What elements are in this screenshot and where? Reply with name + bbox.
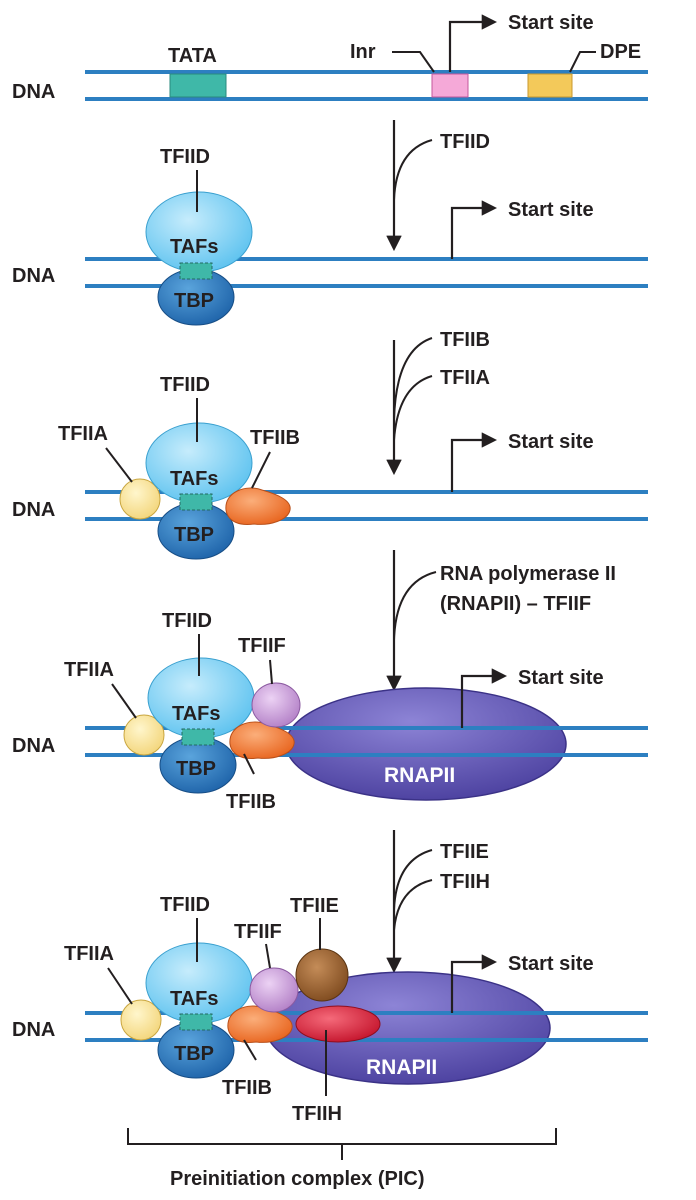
dna-label: DNA	[12, 499, 55, 521]
start-site-arrow	[450, 954, 498, 1013]
tata-box	[179, 1013, 213, 1031]
rnapii-label: RNAPII	[366, 1056, 437, 1079]
dpe-label: DPE	[600, 41, 641, 63]
step-label-tfiib: TFIIB	[440, 329, 490, 351]
step-label-tfiih: TFIIH	[440, 871, 490, 893]
step-label-rnapii-line2: (RNAPII) – TFIIF	[440, 593, 591, 615]
step-arrow-rnapii-tfiif: RNA polymerase II (RNAPII) – TFIIF	[386, 550, 616, 692]
tfiid-label: TFIID	[160, 374, 210, 396]
tbp-label: TBP	[176, 758, 216, 780]
tata-label: TATA	[168, 45, 217, 67]
tata-box	[179, 493, 213, 511]
rnapii-label: RNAPII	[384, 764, 455, 787]
tfiia-shape	[119, 478, 161, 520]
tfiia-label: TFIIA	[64, 659, 114, 681]
start-site-label: Start site	[518, 667, 604, 689]
tbp-label: TBP	[174, 290, 214, 312]
tata-box	[181, 728, 215, 746]
tfiia-shape	[123, 714, 165, 756]
start-site-arrow	[460, 668, 508, 728]
step-arrow-tfiib-tfiia: TFIIB TFIIA	[386, 329, 490, 476]
start-site-arrow	[450, 432, 498, 492]
tfiid-label: TFIID	[162, 610, 212, 632]
tfiib-label: TFIIB	[222, 1077, 272, 1099]
tfiia-leader-line	[107, 967, 133, 1005]
start-site-arrow	[450, 200, 498, 259]
tfiif-shape	[249, 967, 299, 1013]
dna-label: DNA	[12, 265, 55, 287]
pic-bracket	[127, 1128, 557, 1145]
step-label-rnapii-line1: RNA polymerase II	[440, 563, 616, 585]
start-site-label: Start site	[508, 953, 594, 975]
tfiif-leader-line	[269, 659, 273, 685]
tfiia-shape	[120, 999, 162, 1041]
panel-tfiia-tfiib-bound: DNA TAFs TBP TFIID TFIIA TFIIB Start sit…	[12, 374, 648, 560]
inr-label: Inr	[350, 41, 376, 63]
tfiid-label: TFIID	[160, 146, 210, 168]
tfiih-shape	[295, 1005, 381, 1043]
tata-box	[179, 262, 213, 280]
tfiif-shape	[251, 682, 301, 728]
tafs-label: TAFs	[170, 236, 219, 258]
tafs-label: TAFs	[170, 468, 219, 490]
tfiib-leader-line	[243, 753, 255, 775]
tfiif-label: TFIIF	[238, 635, 286, 657]
tafs-label: TAFs	[172, 703, 221, 725]
tfiif-leader-line	[265, 943, 271, 969]
dpe-box	[527, 73, 573, 98]
dpe-leader-line	[569, 51, 596, 73]
tfiie-label: TFIIE	[290, 895, 339, 917]
inr-box	[431, 73, 469, 98]
tfiib-leader-line	[243, 1039, 257, 1061]
inr-leader-line	[392, 51, 435, 73]
start-site-label: Start site	[508, 12, 594, 34]
dna-label: DNA	[12, 1019, 55, 1041]
tfiia-label: TFIIA	[64, 943, 114, 965]
start-site-label: Start site	[508, 199, 594, 221]
tfiih-label: TFIIH	[292, 1103, 342, 1125]
tfiib-shape	[225, 487, 291, 525]
tafs-shape	[145, 191, 253, 273]
tfiib-leader-line	[251, 451, 271, 489]
tafs-shape	[147, 657, 255, 739]
dna-label: DNA	[12, 735, 55, 757]
tafs-label: TAFs	[170, 988, 219, 1010]
step-label-tfiie: TFIIE	[440, 841, 489, 863]
step-label-tfiia: TFIIA	[440, 367, 490, 389]
step-arrow-tfiid: TFIID	[386, 120, 490, 252]
tbp-label: TBP	[174, 524, 214, 546]
tfiia-leader-line	[111, 683, 137, 719]
tfiie-shape	[295, 948, 349, 1002]
tbp-label: TBP	[174, 1043, 214, 1065]
panel-rnapii-recruited: DNA RNAPII TAFs TBP TFIID TFIIA TFIIF TF…	[12, 610, 648, 813]
start-site-label: Start site	[508, 431, 594, 453]
tata-box	[169, 73, 227, 98]
step-label-tfiid: TFIID	[440, 131, 490, 153]
tfiid-label: TFIID	[160, 894, 210, 916]
start-site-arrow	[448, 14, 498, 72]
tafs-shape	[145, 422, 253, 504]
dna-label: DNA	[12, 81, 55, 103]
tfiia-leader-line	[105, 447, 133, 483]
tfiib-label: TFIIB	[226, 791, 276, 813]
tfiif-label: TFIIF	[234, 921, 282, 943]
step-arrow-tfiie-tfiih: TFIIE TFIIH	[386, 830, 490, 974]
tfiib-label: TFIIB	[250, 427, 300, 449]
panel-promoter: DNA TATA Inr DPE Start site	[12, 12, 648, 103]
tfiia-label: TFIIA	[58, 423, 108, 445]
panel-preinitiation-complex: DNA RNAPII TAFs TBP TFIID TFIIA TFIIF TF…	[12, 894, 648, 1190]
pic-label: Preinitiation complex (PIC)	[170, 1168, 424, 1190]
panel-tfiid-bound: DNA TAFs TBP TFIID Start site	[12, 146, 648, 326]
